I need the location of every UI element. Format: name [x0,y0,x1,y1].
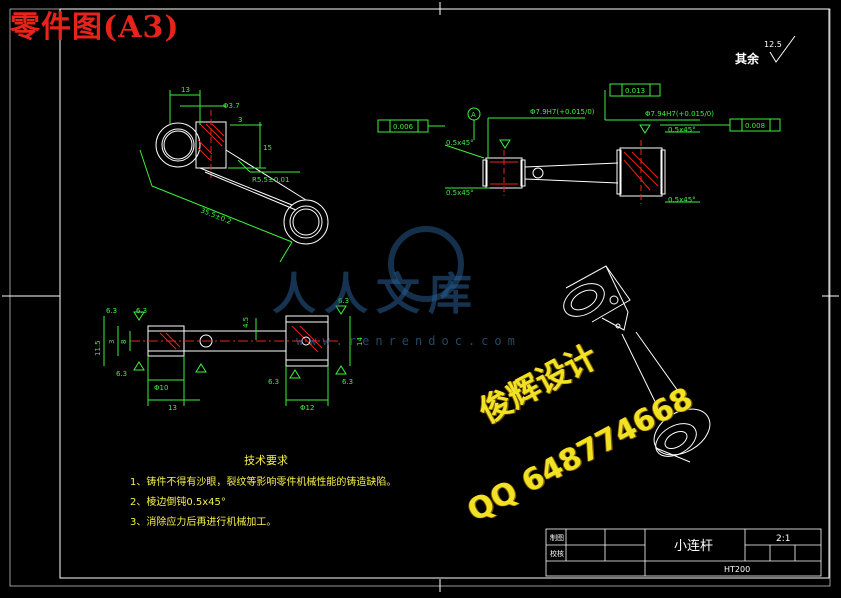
chamfer-2: 0.5x45° [446,189,474,197]
dim-6-3-c: 6.3 [116,370,127,378]
dim-15: 15 [263,144,272,152]
watermark-site-name: 人人文库 [272,269,480,320]
tech-req-item-2: 2、棱边倒钝0.5x45° [130,497,226,508]
dim-dia-12: Φ12 [300,404,314,412]
bottom-left-view [103,305,351,406]
tech-req-item-3: 3、消除应力后再进行机械加工。 [130,517,277,528]
dim-13-bottom: 13 [168,404,177,412]
dim-radius: R5.5±0.01 [252,176,289,184]
dim-center-distance: 35.5±0.2 [199,206,232,226]
dim-6-3-b: 6.3 [136,307,147,315]
tol-0006: 0.006 [393,123,414,131]
dim-dia-10: Φ10 [154,384,168,392]
title-block-checked: 校核 [550,549,564,558]
dim-bore-right: Φ7.94H7(+0.015/0) [645,110,714,118]
dim-hole-dia: Φ3.7 [223,102,240,110]
dim-6-3-e: 6.3 [268,378,279,386]
datum-a: A [471,111,476,119]
surface-finish-value: 12.5 [764,40,782,49]
dim-3-left: 3 [238,116,242,124]
title-block-scale: 2:1 [776,534,790,544]
sheet-title: 零件图(A3) [10,10,180,45]
top-right-section-view [377,83,781,204]
dim-13-top: 13 [181,86,190,94]
dim-bore-left: Φ7.9H7(+0.015/0) [530,108,595,116]
dim-14: 14 [356,337,364,346]
watermark-site-url: www.renrendoc.com [296,334,521,348]
title-block-part-name: 小连杆 [674,538,713,554]
top-left-view [139,90,329,263]
watermark-logo-ring [388,226,464,302]
surface-finish-symbol [769,35,796,63]
dim-4-5: 4.5 [242,317,250,328]
dim-6-3-f: 6.3 [342,378,353,386]
dim-8: 8 [120,340,128,344]
dim-11-5: 11.5 [94,340,102,356]
title-block-grid [545,528,822,577]
title-block-material: HT200 [724,565,750,574]
tech-req-item-1: 1、铸件不得有沙眼，裂纹等影响零件机械性能的铸造缺陷。 [130,477,397,488]
chamfer-1: 0.5x45° [446,139,474,147]
tol-0013: 0.013 [625,87,645,95]
chamfer-3: 0.5x45° [668,126,696,134]
tol-0008: 0.008 [745,122,765,130]
isometric-view [563,265,711,463]
chamfer-4: 0.5x45° [668,196,696,204]
dim-6-3-d: 6.3 [338,297,349,305]
tech-req-heading: 技术要求 [244,454,288,467]
dim-6-3-a: 6.3 [106,307,117,315]
surface-finish-label: 其余 [735,51,760,66]
dim-3-bottom: 3 [108,340,116,344]
title-block-drawn: 制图 [550,533,564,542]
